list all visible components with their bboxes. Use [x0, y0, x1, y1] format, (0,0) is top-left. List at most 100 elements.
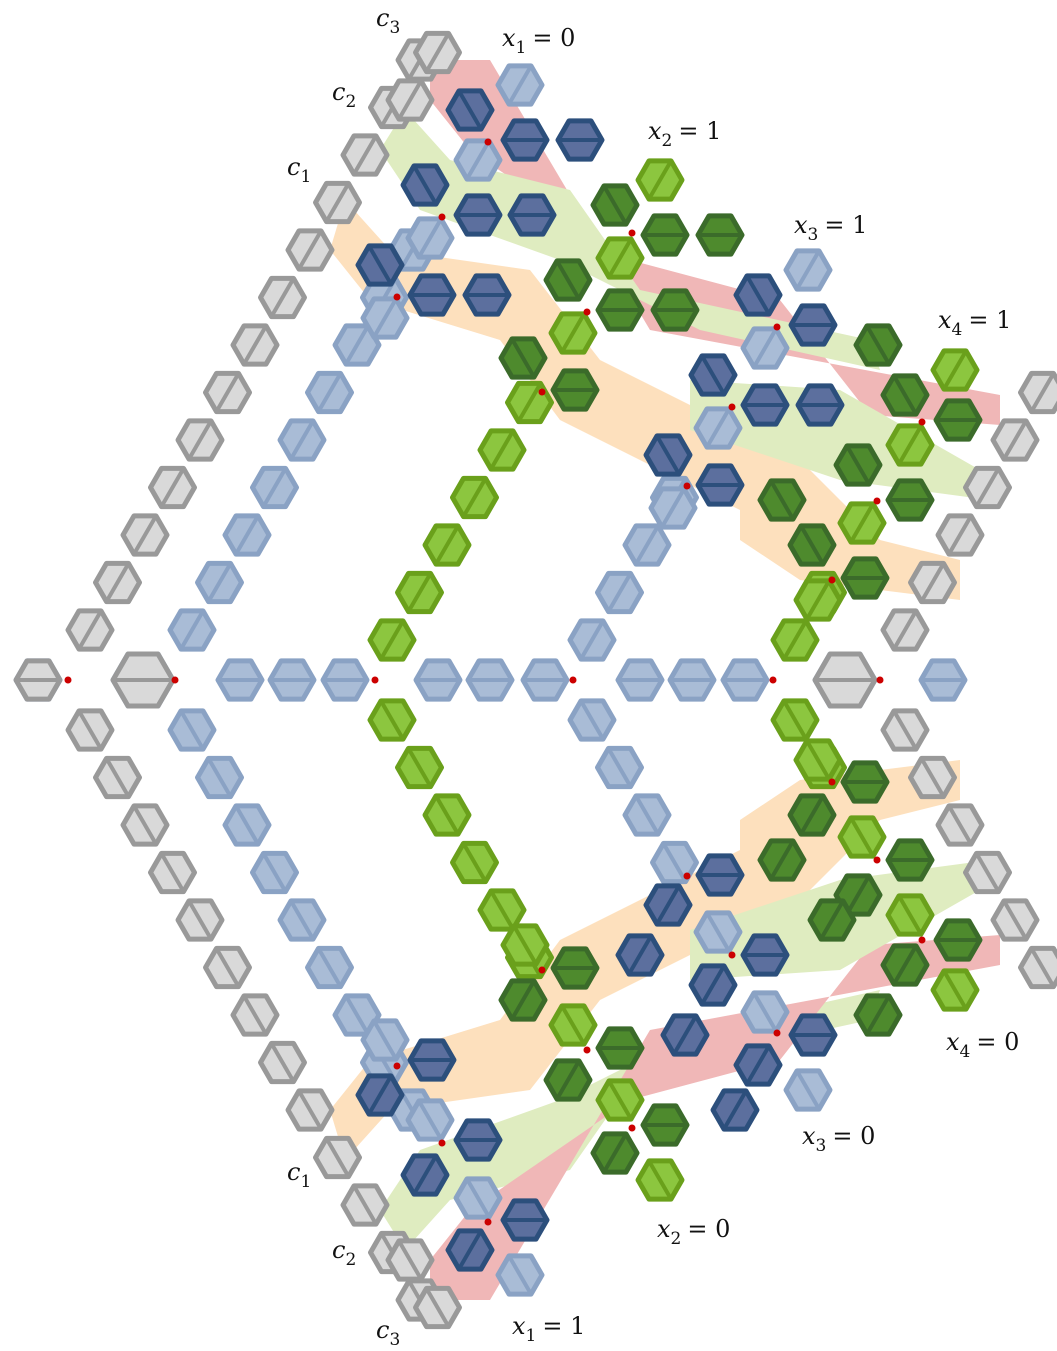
hex-tile	[595, 745, 644, 790]
junction-dot	[683, 482, 691, 490]
junction-dot	[683, 872, 691, 880]
hex-tile	[885, 838, 935, 882]
hex-tile	[222, 513, 272, 557]
hex-tile	[400, 163, 450, 207]
hex-tile	[787, 793, 837, 837]
hex-tile	[313, 180, 362, 225]
hex-tile	[935, 803, 985, 847]
hex-tile	[990, 418, 1040, 462]
hex-tile	[963, 850, 1012, 895]
junction-dot	[583, 1046, 591, 1054]
hex-tile	[643, 433, 693, 477]
hex-tile	[595, 236, 645, 280]
hex-tile	[203, 370, 252, 415]
hex-tile	[770, 618, 820, 662]
hex-tile	[918, 658, 968, 702]
junction-dot	[393, 1062, 401, 1070]
hex-tile	[93, 560, 142, 605]
hex-tile	[880, 373, 930, 417]
hex-tile	[770, 698, 820, 742]
color-band	[740, 760, 960, 860]
hex-tile	[757, 478, 807, 522]
hex-tile	[733, 273, 783, 317]
variable-labels: c3 c2 c1 c1 c2 c3 x1= 0 x2= 1 x3= 1 x4= …	[287, 4, 1019, 1350]
hex-tile	[320, 658, 370, 702]
junction-dot	[728, 951, 736, 959]
hex-tile	[567, 618, 617, 662]
hex-tile	[793, 578, 843, 622]
hex-tile	[407, 273, 457, 317]
junction-dot	[728, 403, 736, 411]
hex-tile	[500, 923, 550, 967]
label-c2-top: c2	[332, 78, 356, 112]
hex-tile	[520, 658, 570, 702]
hex-tile	[635, 1158, 685, 1202]
hex-tile	[495, 1253, 545, 1297]
hex-tile	[110, 651, 176, 709]
hex-tile	[450, 840, 499, 885]
junction-dot	[438, 1139, 446, 1147]
hex-tile	[367, 698, 417, 742]
hex-tile	[230, 993, 280, 1037]
junction-dot	[538, 388, 546, 396]
hex-tile	[285, 1088, 335, 1132]
hex-tile	[930, 968, 980, 1012]
hex-tile	[695, 213, 745, 257]
hex-tile	[783, 1068, 833, 1112]
hex-tile	[445, 1228, 495, 1272]
hex-tile	[543, 1058, 593, 1102]
hex-tile	[498, 336, 548, 380]
hex-tile	[167, 708, 217, 752]
hex-tile	[355, 1073, 405, 1117]
junction-dot	[484, 1218, 492, 1226]
color-band	[330, 780, 900, 1160]
hex-tile	[615, 933, 665, 977]
junction-dot	[873, 497, 881, 505]
hex-tile	[360, 296, 410, 340]
hex-tile	[305, 370, 354, 415]
hex-tile	[340, 133, 390, 177]
hex-tile	[615, 658, 665, 702]
hex-tile	[405, 1098, 455, 1142]
junction-dot	[538, 966, 546, 974]
hex-tile	[413, 658, 463, 702]
hex-tile	[507, 193, 557, 237]
hex-tile	[622, 523, 672, 567]
hex-tile	[740, 990, 790, 1034]
hex-tile	[465, 658, 515, 702]
hex-tile	[853, 323, 903, 367]
hex-tile	[788, 1013, 838, 1057]
hex-tile	[413, 1285, 462, 1330]
hex-tile	[963, 465, 1012, 510]
hex-tile	[367, 618, 417, 662]
hex-tile	[833, 443, 883, 487]
hex-tile	[495, 63, 545, 107]
hex-tile	[693, 910, 743, 954]
hex-tile	[422, 523, 472, 567]
label-c1-top: c1	[287, 153, 311, 187]
hex-tile	[548, 1003, 598, 1047]
junction-dot	[171, 676, 179, 684]
hex-tile	[407, 1038, 457, 1082]
junction-dot	[628, 229, 636, 237]
hex-tile	[693, 406, 743, 450]
hex-tile	[500, 1198, 550, 1242]
hex-tile	[120, 513, 170, 557]
hex-tile	[622, 793, 672, 837]
hex-tile	[500, 118, 550, 162]
junction-dot	[371, 676, 379, 684]
hex-tile	[215, 658, 265, 702]
hex-tile	[313, 1135, 362, 1180]
hex-tile	[885, 478, 935, 522]
hex-tile	[595, 570, 644, 615]
hex-tile	[1018, 945, 1057, 990]
hex-tile	[477, 428, 527, 472]
hex-tile	[65, 708, 115, 752]
hex-tile	[935, 513, 985, 557]
hex-tile	[567, 698, 617, 742]
hex-tile	[740, 933, 790, 977]
hex-tile	[505, 380, 554, 425]
hex-tile	[453, 1176, 503, 1220]
hex-tile	[885, 423, 935, 467]
